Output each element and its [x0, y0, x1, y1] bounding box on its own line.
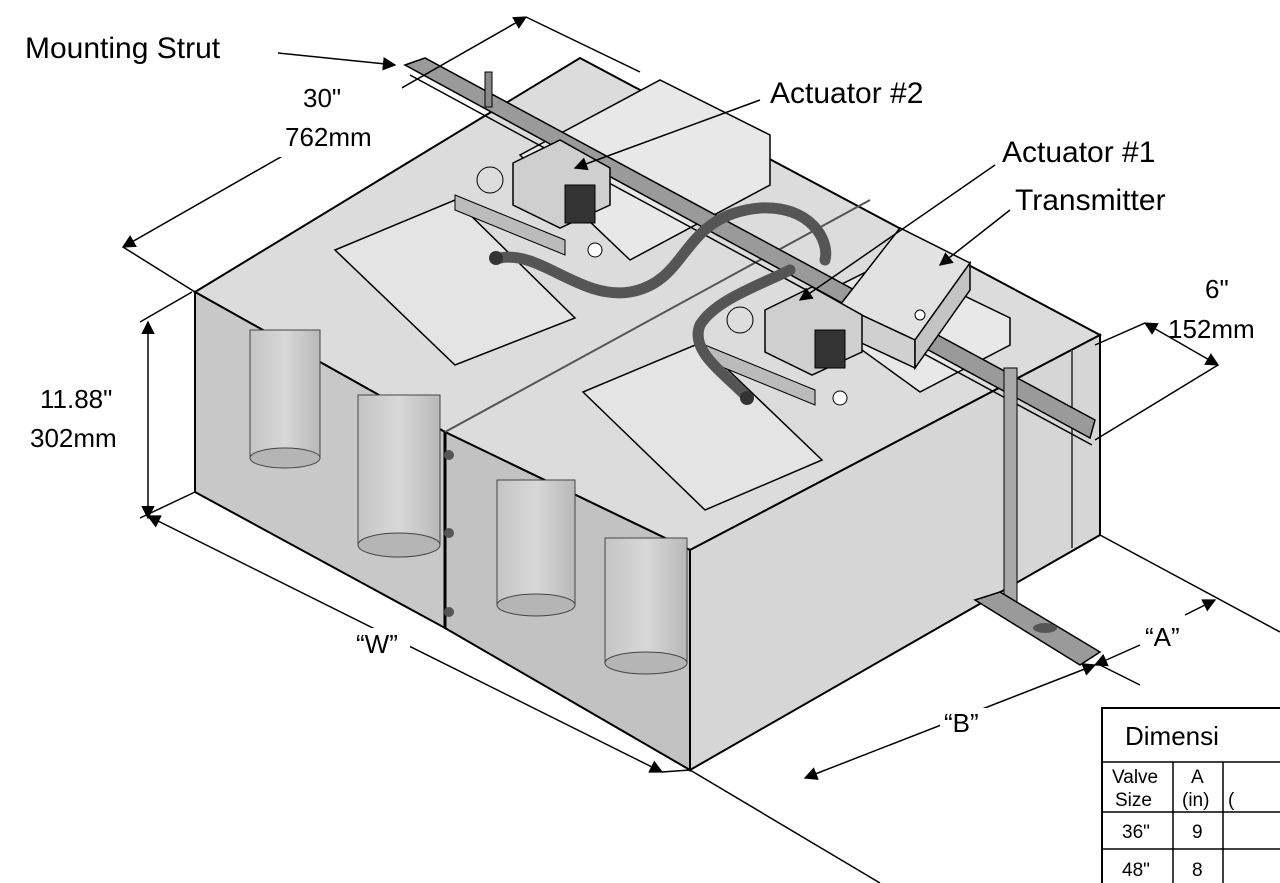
leader-actuator-2 — [573, 99, 761, 171]
damper-housing — [193, 56, 1103, 772]
bolt — [444, 450, 454, 460]
threaded-rod — [1003, 367, 1018, 609]
dim-a: “A” — [1145, 622, 1180, 652]
dimension-text: 30" 762mm 11.88" 302mm 6" 152mm “W” “B” … — [30, 82, 1255, 740]
dim-depth-in: 30" — [303, 83, 341, 113]
transmitter-end — [914, 260, 971, 371]
module-seam-top — [444, 199, 871, 433]
tube-end — [489, 251, 503, 265]
dim-b-ext — [689, 769, 881, 883]
table-cell: 9 — [1192, 822, 1203, 843]
port-hole — [587, 242, 603, 258]
table-cell: 36" — [1122, 822, 1150, 843]
cylinder-base — [604, 651, 688, 675]
threaded-rod — [484, 71, 493, 108]
dim-depth-mm: 762mm — [285, 122, 372, 152]
table-title: Dimensi — [1125, 721, 1219, 751]
table-cell: 8 — [1192, 860, 1203, 881]
dim-strut-line — [1143, 322, 1220, 366]
table-header-a-2: (in) — [1182, 790, 1209, 811]
dim-strut-mm: 152mm — [1168, 314, 1255, 344]
actuator-connector — [814, 329, 846, 369]
dim-height-mm: 302mm — [30, 423, 117, 453]
strut-slot — [1033, 623, 1057, 633]
cylinder — [604, 537, 688, 664]
mounting-strut-front — [973, 367, 1102, 666]
table-header-valve-1: Valve — [1112, 767, 1158, 788]
tube-end — [740, 391, 754, 405]
cylinder — [249, 329, 321, 459]
tube — [494, 202, 832, 299]
label-actuator-2: Actuator #2 — [770, 77, 923, 110]
port-hole — [832, 390, 848, 406]
cylinder-base — [357, 532, 441, 558]
table-frame — [1101, 707, 1280, 883]
dim-a-line — [1093, 644, 1141, 667]
access-panel — [581, 342, 824, 511]
table-header-b-2: ( — [1228, 790, 1235, 811]
dim-width: “W” — [356, 629, 398, 659]
dim-a-ext — [1099, 534, 1280, 633]
dimension-table: Dimensi Valve Size A (in) ( 36" 9 48" 8 — [1101, 707, 1280, 883]
bolt — [444, 528, 454, 538]
dim-height-ext — [139, 491, 196, 519]
tube — [692, 264, 796, 401]
table-header-a-1: A — [1191, 767, 1204, 788]
label-transmitter: Transmitter — [1015, 184, 1166, 217]
tubing-fittings — [489, 251, 754, 405]
table-header-valve-2: Size — [1115, 790, 1152, 811]
cylinder — [496, 479, 576, 606]
dim-a-line2 — [1184, 599, 1217, 616]
dim-depth-ext — [525, 16, 641, 73]
cylinder — [357, 394, 441, 546]
dim-height-in: 11.88" — [40, 384, 112, 414]
table-cell: 48" — [1122, 860, 1150, 881]
dim-b: “B” — [944, 708, 979, 738]
dim-a-ext — [1099, 664, 1141, 686]
actuator-connector — [564, 184, 596, 224]
leader-mounting-strut — [277, 52, 397, 71]
label-mounting-strut: Mounting Strut — [25, 32, 221, 65]
dim-strut-ext — [1094, 322, 1146, 346]
pneumatic-tubing — [494, 202, 832, 401]
dim-width-bg — [352, 628, 410, 660]
cylinder-base — [496, 593, 576, 617]
transmitter-port — [914, 309, 926, 321]
bolt — [444, 607, 454, 617]
dim-b-bg — [940, 708, 990, 740]
dim-depth-ext — [122, 246, 196, 293]
cylinder-base — [249, 447, 321, 469]
actuator-linkage — [476, 166, 504, 194]
dim-strut-ext — [1094, 364, 1219, 441]
actuator-linkage — [726, 306, 754, 334]
dim-depth-bg — [272, 82, 402, 157]
dim-strut-in: 6" — [1205, 274, 1229, 304]
leader-transmitter — [938, 209, 1011, 266]
dim-height-ext — [139, 291, 193, 323]
label-actuator-1: Actuator #1 — [1002, 136, 1155, 169]
actuator-1 — [704, 286, 863, 406]
leader-actuator-1 — [798, 164, 996, 301]
dim-width-ext — [661, 769, 691, 773]
